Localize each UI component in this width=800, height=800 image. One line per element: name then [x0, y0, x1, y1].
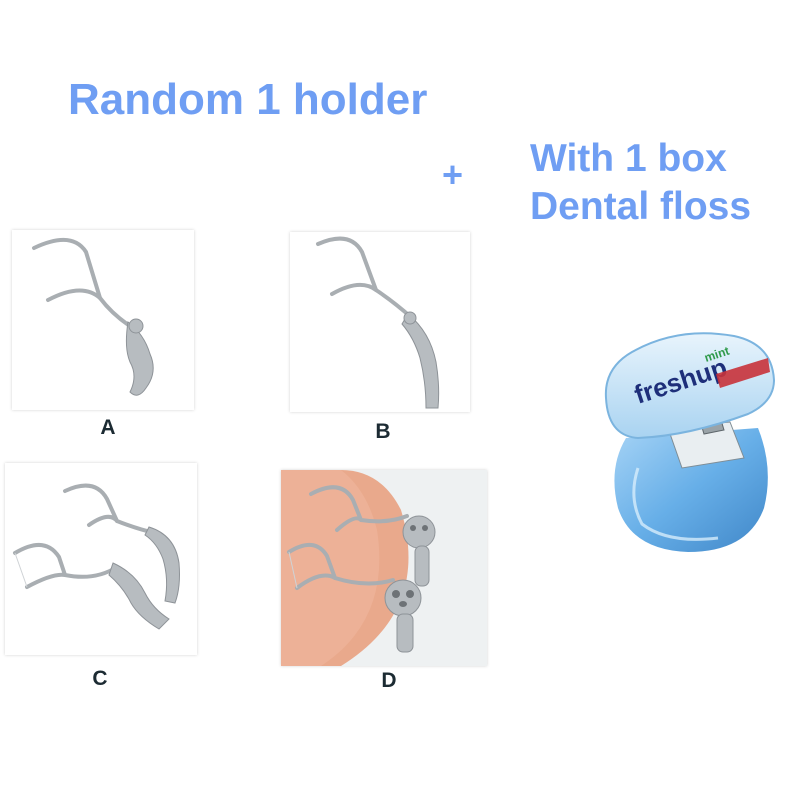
floss-box-icon: mint freshup — [604, 332, 776, 552]
option-c-image — [5, 463, 197, 655]
option-d-label: D — [381, 669, 397, 692]
floss-holder-cat-icon — [32, 238, 154, 396]
floss-holder-plain-icon — [316, 236, 440, 409]
headline-title: Random 1 holder — [68, 75, 428, 124]
plus-sign: + — [442, 154, 464, 195]
option-c-label: C — [92, 667, 108, 690]
floss-holder-bunny-icon — [281, 470, 487, 666]
option-d-image — [281, 470, 487, 666]
headline-subtitle-line2: Dental floss — [530, 185, 752, 228]
dental-floss-box-image: mint freshup — [598, 318, 780, 556]
option-a-image — [12, 230, 194, 410]
option-b-image — [290, 232, 470, 412]
floss-holder-wavy-icon — [13, 483, 180, 630]
option-a-label: A — [100, 416, 116, 439]
option-b-label: B — [375, 420, 391, 443]
headline-subtitle-line1: With 1 box — [530, 137, 727, 180]
